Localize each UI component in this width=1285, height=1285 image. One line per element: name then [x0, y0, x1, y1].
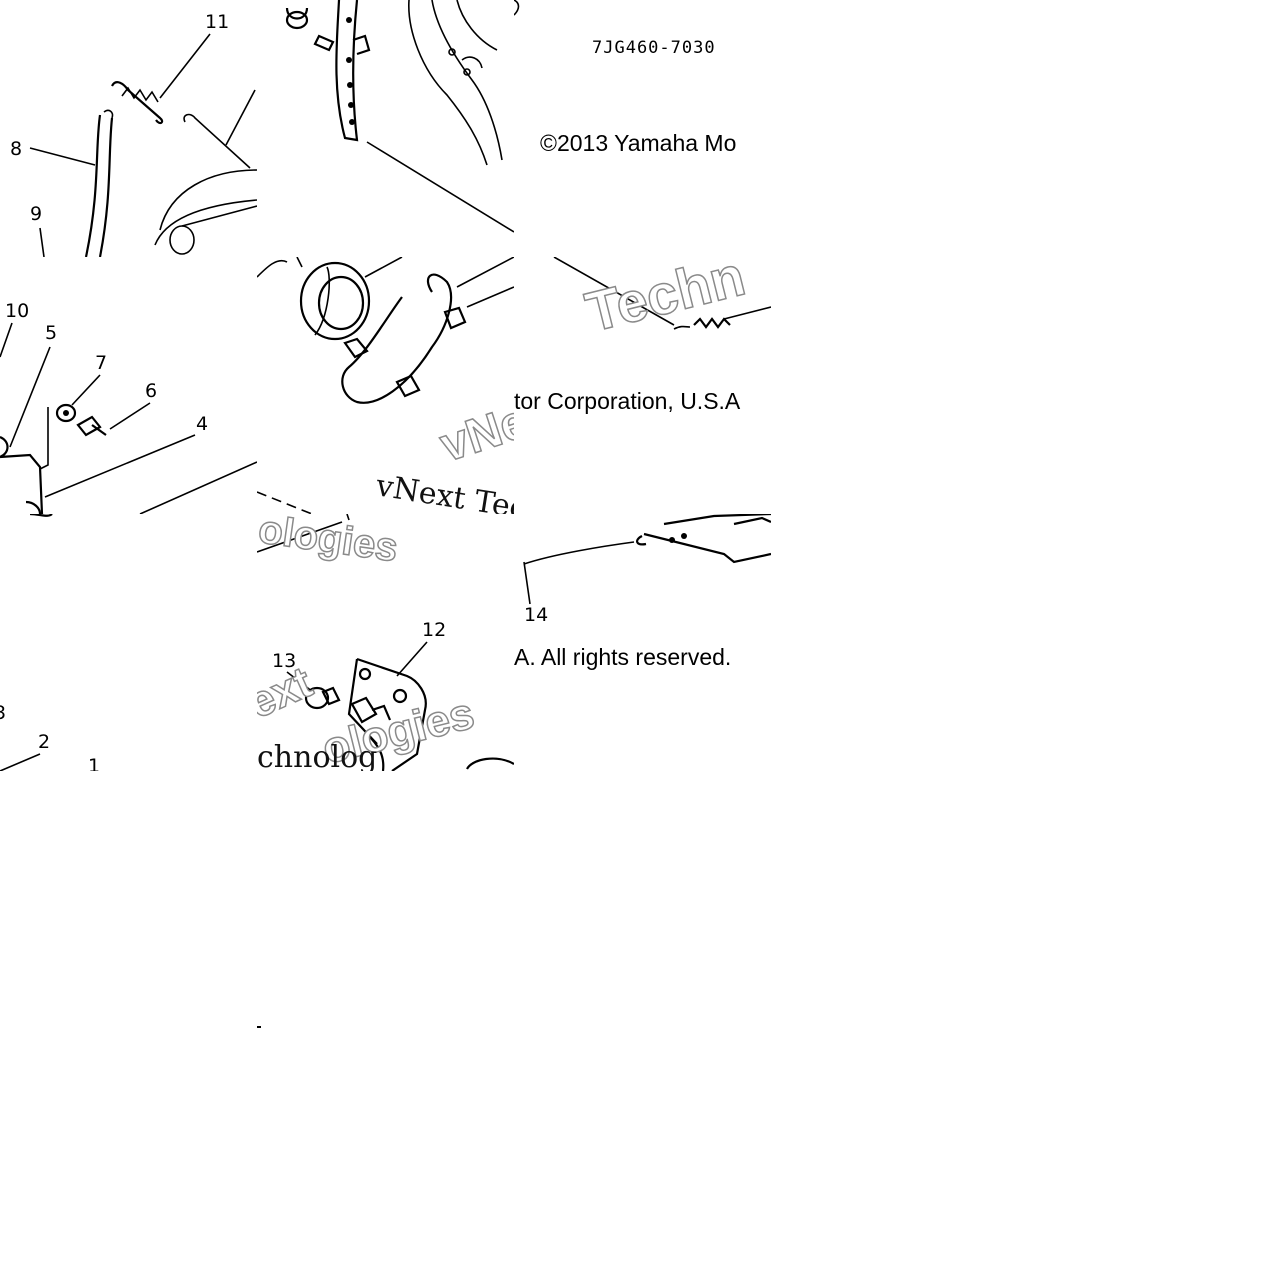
watermark-outline-ologies-1: ologies: [257, 514, 401, 570]
diagram-tile-top-left-svg: 11 8 9: [10, 11, 257, 257]
diagram-tile-top-middle: [257, 0, 514, 257]
callout-3: 3: [0, 702, 6, 724]
watermark-outline-ext: ext: [257, 657, 319, 728]
callout-5: 5: [45, 322, 57, 344]
part-code: 7JG460-7030: [592, 38, 716, 58]
stray-mark: [257, 1026, 261, 1028]
diagram-tile-center: vNext Tec vNe: [257, 257, 514, 514]
callout-4: 4: [196, 413, 208, 435]
callout-10: 10: [5, 300, 29, 322]
diagram-tile-middle-left-svg: 10 5 7 6 4: [0, 300, 257, 514]
diagram-tile-bottom-left: 3 2 1: [0, 514, 257, 771]
diagram-tile-center-svg: vNext Tec vNe: [257, 257, 514, 514]
diagram-tile-bottom-right-svg: 14 A. All rights reserved.: [514, 514, 771, 670]
diagram-tile-middle-right-svg: Techn tor Corporation, U.S.A: [514, 257, 771, 414]
callout-7: 7: [95, 352, 107, 374]
watermark-outline-techn: Techn: [580, 257, 751, 344]
diagram-tile-bottom-middle: 12 13 ext ologies chnolog ologies: [257, 514, 514, 771]
callout-13: 13: [272, 650, 296, 672]
copyright-fragment-1: ©2013 Yamaha Mo: [540, 130, 736, 156]
callout-12: 12: [422, 619, 446, 641]
watermark-serif-text: vNext Tec: [373, 468, 514, 514]
diagram-tile-top-right-svg: 7JG460-7030 ©2013 Yamaha Mo: [514, 0, 736, 156]
diagram-tile-top-middle-svg: [285, 0, 514, 233]
callout-8: 8: [10, 138, 22, 160]
callout-11: 11: [205, 11, 229, 33]
watermark-fragment-chnolog: chnolog: [257, 740, 377, 771]
diagram-tile-bottom-right: 14 A. All rights reserved.: [514, 514, 771, 771]
diagram-tile-middle-right: Techn tor Corporation, U.S.A: [514, 257, 771, 514]
callout-6: 6: [145, 380, 157, 402]
copyright-fragment-3: A. All rights reserved.: [514, 644, 731, 670]
callout-2: 2: [38, 731, 50, 753]
diagram-tile-top-right: 7JG460-7030 ©2013 Yamaha Mo: [514, 0, 771, 257]
callout-9: 9: [30, 203, 42, 225]
diagram-tile-top-left: 11 8 9: [0, 0, 257, 257]
diagram-tile-bottom-left-svg: 3 2 1: [0, 514, 100, 771]
diagram-tile-middle-left: 10 5 7 6 4: [0, 257, 257, 514]
diagram-tile-bottom-middle-svg: 12 13 ext ologies chnolog ologies: [257, 514, 514, 771]
callout-1: 1: [88, 755, 100, 771]
copyright-fragment-2: tor Corporation, U.S.A: [514, 388, 741, 414]
watermark-outline-1: vNe: [434, 395, 514, 473]
callout-14: 14: [524, 604, 548, 626]
